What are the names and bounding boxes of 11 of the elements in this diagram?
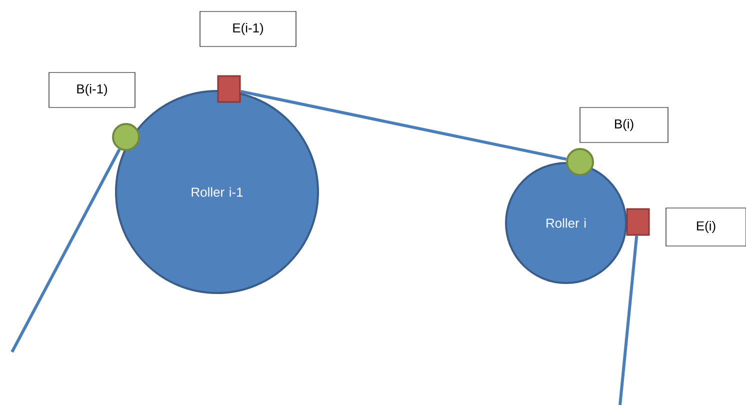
contact-marker	[626, 208, 650, 236]
belt-line	[618, 236, 638, 406]
contact-marker	[217, 75, 241, 103]
belt-line	[10, 148, 121, 353]
label-box: E(i-1)	[200, 11, 296, 47]
label-box: E(i)	[666, 208, 746, 246]
belt-line	[240, 90, 567, 161]
contact-dot	[112, 123, 140, 151]
label-box: B(i-1)	[48, 72, 136, 108]
contact-dot	[566, 148, 594, 176]
label-box: B(i)	[580, 107, 668, 143]
